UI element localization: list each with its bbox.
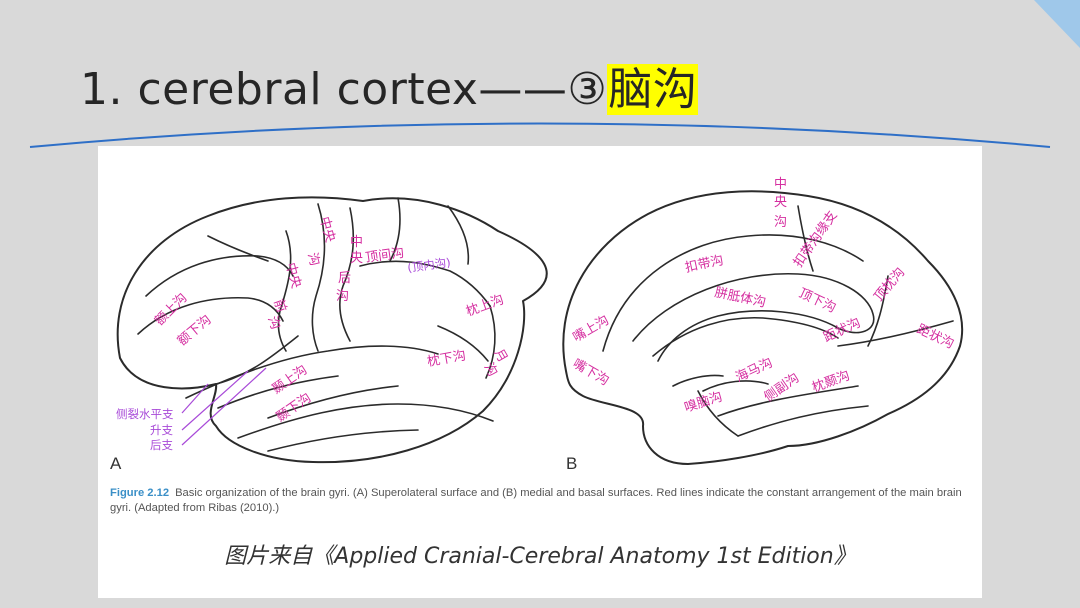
label-precentral-3: 沟 [264, 314, 283, 331]
title-underline-curve [29, 122, 1051, 148]
panel-b-letter: B [566, 454, 578, 473]
label-lateral-horizontal-ramus: 侧裂水平支 [116, 407, 174, 421]
label-superior-rostral: 嘴上沟 [571, 313, 612, 345]
label-postcentral-3: 后 [338, 271, 351, 286]
label-lunate-1: 月 [491, 347, 510, 366]
figure-number: Figure 2.12 [110, 487, 170, 499]
label-postcentral-1: 中 [350, 235, 363, 250]
label-rhinal: 嗅脑沟 [683, 389, 725, 415]
label-subparietal: 顶下沟 [796, 286, 838, 316]
label-inferior-occipital: 枕下沟 [426, 348, 467, 370]
label-posterior-ramus: 后支 [150, 438, 173, 452]
panel-a-letter: A [110, 454, 122, 473]
label-central-sulcus-1b: 沟 [304, 251, 322, 267]
label-superior-frontal: 额上沟 [152, 291, 190, 329]
medial-labels: 中 央 沟 扣带沟 扣带沟缘支 胼胝体沟 顶下沟 顶枕沟 距状沟 距状沟 嘴上沟… [570, 177, 956, 416]
label-cingulate: 扣带沟 [684, 253, 725, 276]
label-inferior-rostral: 嘴下沟 [570, 356, 611, 388]
label-intraparietal: 顶间沟 [364, 246, 405, 266]
label-central-sulcus-1: 中央 [316, 215, 337, 244]
label-occipitotemporal: 枕颞沟 [810, 368, 852, 395]
label-b-central-2: 央 [774, 195, 787, 210]
label-postcentral-4: 沟 [336, 289, 349, 304]
label-calcarine-2: 距状沟 [914, 322, 956, 352]
label-hippocampal: 海马沟 [733, 356, 775, 386]
label-postcentral-2: 央 [350, 251, 363, 266]
label-lunate-2: 沟 [481, 361, 500, 380]
brain-medial-view [562, 190, 964, 465]
corner-decoration [1034, 0, 1080, 48]
label-b-central-1: 中 [774, 177, 787, 192]
slide-title: 1. cerebral cortex——③脑沟 [80, 58, 699, 122]
label-layer: 中央 沟 中 央 后 沟 中央 前 沟 顶间沟 (顶内沟) 额上沟 额下沟 枕上… [116, 177, 956, 452]
brain-lateral-view [116, 196, 548, 464]
label-parieto-occipital: 顶枕沟 [872, 265, 909, 305]
title-main-text: 1. cerebral cortex——③ [80, 64, 608, 115]
label-intraparietal-alt: (顶内沟) [406, 255, 451, 275]
figure-source: 图片来自《Applied Cranial-Cerebral Anatomy 1s… [224, 544, 856, 569]
label-superior-occipital: 枕上沟 [464, 292, 506, 319]
lateral-labels: 中央 沟 中 央 后 沟 中央 前 沟 顶间沟 (顶内沟) 额上沟 额下沟 枕上… [116, 215, 510, 452]
label-calcarine-1: 距状沟 [821, 316, 863, 346]
title-highlight-text: 脑沟 [607, 64, 699, 115]
label-precentral-2: 前 [270, 297, 289, 315]
figure-caption-text: Basic organization of the brain gyri. (A… [110, 487, 962, 514]
label-collateral: 侧副沟 [762, 371, 803, 406]
label-callosal: 胼胝体沟 [713, 285, 767, 310]
label-cingulate-marginal: 扣带沟缘支 [791, 208, 841, 270]
brain-illustration [116, 190, 964, 465]
lateral-leader-lines [181, 367, 267, 446]
figure-panel: A B 中央 沟 中 央 后 沟 中央 前 沟 顶间沟 (顶内沟) 额上沟 额下… [98, 146, 982, 598]
label-precentral-1: 中央 [282, 261, 303, 290]
label-ascending-ramus: 升支 [150, 423, 173, 437]
label-inferior-frontal: 额下沟 [175, 312, 215, 349]
label-b-central-3: 沟 [774, 215, 787, 230]
